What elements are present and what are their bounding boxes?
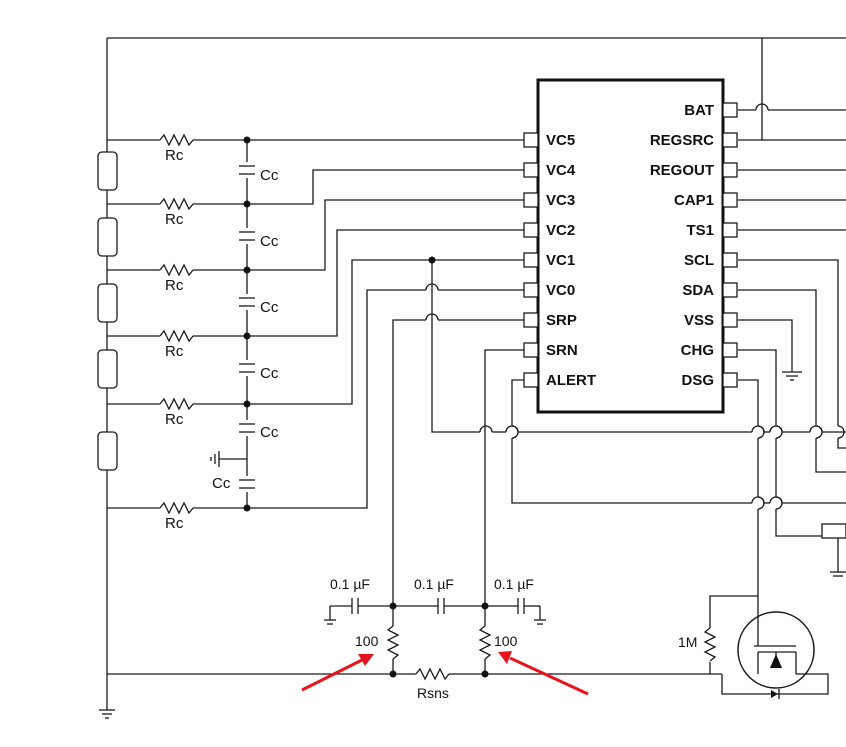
ic-pin-label-right: DSG <box>681 372 714 389</box>
res-1m-label: 1M <box>678 634 697 650</box>
ic-pin-label-left: VC3 <box>546 192 575 209</box>
cc-label: Cc <box>212 475 231 492</box>
ic-pin-box <box>523 252 539 268</box>
ic-pin-label-right: SCL <box>684 252 714 269</box>
ic-pin-label-right: SDA <box>682 282 714 299</box>
cap-label-1: 0.1 µF <box>330 576 370 592</box>
ic-pin-box <box>722 192 738 208</box>
ic-pin-label-left: VC0 <box>546 282 575 299</box>
ic-body <box>536 78 725 414</box>
rc-label: Rc <box>165 411 184 428</box>
sense-network <box>107 598 722 680</box>
ic-pin-box <box>722 102 738 118</box>
rc-label: Rc <box>165 515 184 532</box>
cc-label: Cc <box>260 365 279 382</box>
rc-label: Rc <box>165 147 184 164</box>
cc-label: Cc <box>260 233 279 250</box>
ic-pin-box <box>523 222 539 238</box>
ground-icon <box>99 709 115 719</box>
cap-label-3: 0.1 µF <box>494 576 534 592</box>
ic-pin-box <box>722 222 738 238</box>
ic-pin-label-right: TS1 <box>686 222 714 239</box>
ic-pin-label-right: REGOUT <box>650 162 714 179</box>
ic-pin-box <box>722 162 738 178</box>
ic-pin-label-left: VC2 <box>546 222 575 239</box>
ic-pin-box <box>722 252 738 268</box>
vc-wires <box>247 139 846 606</box>
ic-pin-box <box>722 342 738 358</box>
ic-pin-label-left: VC4 <box>546 162 576 179</box>
res-100-left-label: 100 <box>355 633 379 649</box>
cc-label: Cc <box>260 299 279 316</box>
ic-pin-box <box>523 132 539 148</box>
resistor-1m <box>704 627 716 662</box>
ic-pin-box <box>722 312 738 328</box>
ic-pin-label-left: VC5 <box>546 132 575 149</box>
cc-label: Cc <box>260 167 279 184</box>
junction-dots <box>243 136 489 678</box>
ic-pin-label-right: REGSRC <box>650 132 714 149</box>
ic-pin-box <box>523 162 539 178</box>
cc-label: Cc <box>260 424 279 441</box>
ic-pin-box <box>523 192 539 208</box>
ic-pin-box <box>523 342 539 358</box>
rc-label: Rc <box>165 277 184 294</box>
cap-label-2: 0.1 µF <box>414 576 454 592</box>
ic-pin-label-left: SRN <box>546 342 578 359</box>
battery-cells <box>97 151 118 471</box>
rsns-label: Rsns <box>417 685 449 701</box>
rc-label: Rc <box>165 343 184 360</box>
ic-pin-box <box>523 282 539 298</box>
ic-pin-box <box>523 312 539 328</box>
mosfet-icon <box>721 596 829 699</box>
ic-pin-box <box>722 372 738 388</box>
res-100-right-label: 100 <box>494 633 518 649</box>
ic-pin-label-left: ALERT <box>546 372 596 389</box>
ic-pin-label-right: CAP1 <box>674 192 714 209</box>
cc-column <box>210 140 255 508</box>
ic-pin-label-right: BAT <box>684 102 714 119</box>
ic-pin-box <box>523 372 539 388</box>
red-arrow-right <box>498 651 589 696</box>
ic-pin-box <box>722 132 738 148</box>
ic-pin-label-left: VC1 <box>546 252 575 269</box>
right-wires <box>709 103 846 674</box>
ic-pin-label-right: CHG <box>681 342 714 359</box>
ic-pin-box <box>722 282 738 298</box>
ic-pin-label-right: VSS <box>684 312 714 329</box>
red-arrow-left <box>301 654 374 692</box>
ic-pin-label-left: SRP <box>546 312 577 329</box>
rc-label: Rc <box>165 211 184 228</box>
